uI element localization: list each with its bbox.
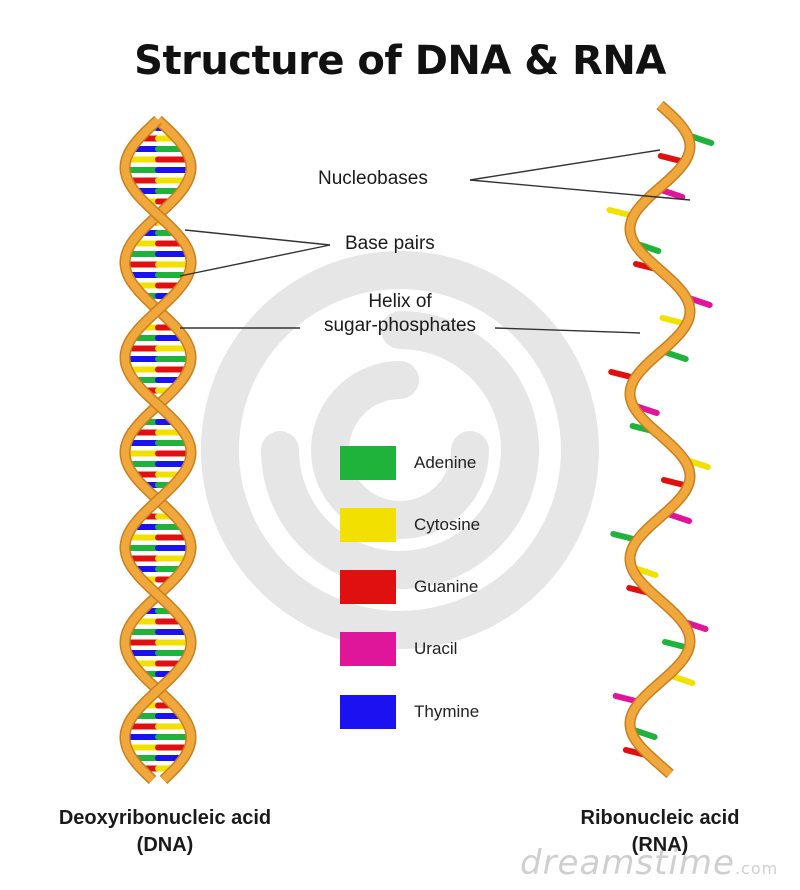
- adenine-swatch: [340, 446, 396, 480]
- watermark-brand: dreamstime: [520, 843, 735, 883]
- leader-lines: [179, 149, 691, 334]
- legend-label: Uracil: [414, 639, 458, 658]
- watermark-domain: .com: [734, 859, 779, 878]
- legend-label: Thymine: [414, 702, 480, 721]
- helix-label-line-2: sugar-phosphates: [323, 315, 477, 336]
- rna-caption-line-1: Ribonucleic acid: [580, 807, 740, 829]
- cytosine-swatch: [340, 508, 396, 542]
- nucleobases-leader-2: [469, 179, 691, 201]
- base-pairs-label: Base pairs: [345, 233, 435, 254]
- rna-caption-line-2: (RNA): [631, 834, 689, 856]
- uracil-swatch: [340, 632, 396, 666]
- base-pairs-leader-2: [179, 244, 331, 277]
- dna-caption-line-2: (DNA): [136, 834, 194, 856]
- helix-leader-right: [494, 327, 641, 334]
- nucleobases-label: Nucleobases: [318, 168, 428, 189]
- rna-strand: [625, 102, 695, 777]
- dna-strand-a: [120, 117, 196, 783]
- rna-caption: Ribonucleic acid (RNA): [560, 805, 760, 859]
- watermark-text: dreamstime.com: [520, 843, 778, 883]
- legend-label: Cytosine: [414, 515, 481, 534]
- dna-strand-b: [120, 117, 196, 783]
- dna-backbone: [119, 115, 197, 785]
- base-pairs-leader-1: [184, 229, 331, 246]
- nucleobases-leader-1: [469, 149, 661, 181]
- dna-caption-line-1: Deoxyribonucleic acid: [58, 807, 272, 829]
- helix-label: Helix of sugar-phosphates: [300, 290, 500, 338]
- dna-caption: Deoxyribonucleic acid (DNA): [30, 805, 300, 859]
- guanine-swatch: [340, 570, 396, 604]
- legend-label: Adenine: [414, 453, 477, 472]
- legend-label: Guanine: [414, 577, 479, 596]
- helix-label-line-1: Helix of: [368, 291, 432, 312]
- thymine-swatch: [340, 695, 396, 729]
- page-title: Structure of DNA & RNA: [134, 38, 666, 84]
- rna-backbone: [624, 100, 696, 779]
